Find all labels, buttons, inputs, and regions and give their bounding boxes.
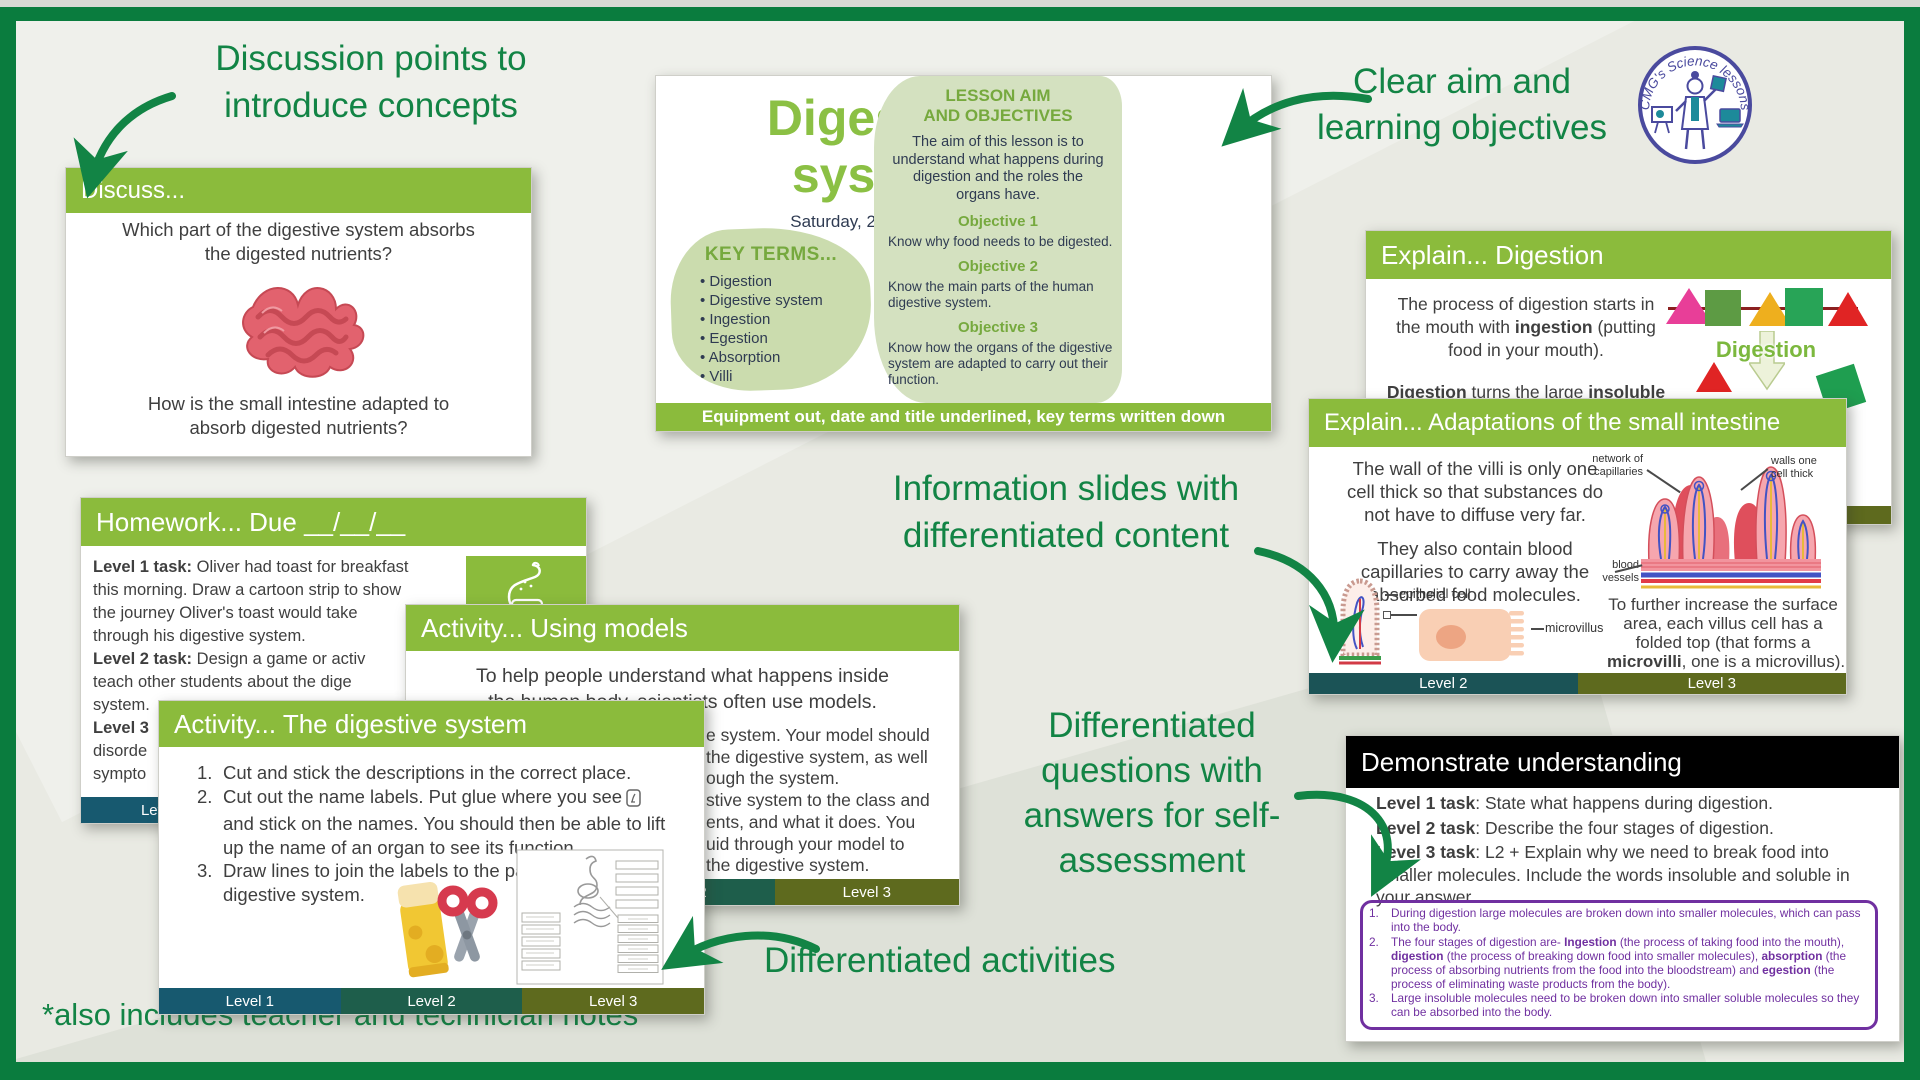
- key-term-item: • Digestion: [700, 273, 772, 290]
- activity-digestive-header: Activity... The digestive system: [174, 708, 528, 739]
- green-square-2: [1785, 288, 1823, 326]
- aim-panel: [874, 76, 1122, 403]
- answer-3: 3.Large insoluble molecules need to be b…: [1369, 991, 1860, 1020]
- adaptations-header: Explain... Adaptations of the small inte…: [1324, 409, 1781, 436]
- slide-demonstrate: Demonstrate understanding Level 1 task: …: [1345, 735, 1900, 1042]
- orange-triangle: [1749, 292, 1791, 326]
- teacher-figure-icon: [1675, 71, 1727, 150]
- intestine-illustration: [228, 267, 370, 384]
- demonstrate-task-1: Level 1 task: State what happens during …: [1376, 793, 1773, 813]
- digestion-down-arrow-icon: [1747, 330, 1787, 396]
- key-term-item: • Digestive system: [700, 292, 823, 309]
- explain-digestion-header: Explain... Digestion: [1381, 239, 1604, 270]
- answer-2: 2.The four stages of digestion are- Inge…: [1369, 934, 1847, 991]
- objective-2: Objective 2 Know the main parts of the h…: [874, 258, 1122, 311]
- label-microvillus: microvillus: [1545, 621, 1604, 635]
- activity-level-bar: Level 1 Level 2 Level 3: [159, 988, 705, 1014]
- villi-illustration: [1639, 451, 1823, 596]
- glue-spot-icon: [626, 788, 641, 813]
- key-terms-heading: KEY TERMS...: [704, 244, 838, 265]
- laptop-icon: [1716, 108, 1744, 128]
- whiteboard-icon: [1651, 106, 1673, 134]
- level-3-segment: Level 3: [522, 988, 705, 1014]
- slide-adaptations: Explain... Adaptations of the small inte…: [1308, 398, 1847, 695]
- objective-1-text: Know why food needs to be digested.: [888, 234, 1113, 249]
- label-epithelial-cell: epithelial cell: [1399, 587, 1471, 601]
- objective-1: Objective 1 Know why food needs to be di…: [874, 213, 1122, 250]
- slide-discuss: Discuss... Which part of the digestive s…: [65, 167, 532, 457]
- demonstrate-header: Demonstrate understanding: [1361, 746, 1682, 777]
- annotation-differentiated-activities: Differentiated activities: [764, 941, 1116, 980]
- title-footer-bar: Equipment out, date and title underlined…: [656, 403, 1271, 431]
- pink-triangle: [1666, 288, 1712, 324]
- objective-2-heading: Objective 2: [957, 258, 1039, 275]
- red-triangle-2: [1696, 362, 1732, 392]
- key-term-item: • Villi: [700, 368, 733, 385]
- discuss-header: Discuss...: [81, 176, 186, 204]
- discuss-question-1: Which part of the digestive system absor…: [122, 219, 475, 264]
- key-terms-list: • Digestion • Digestive system • Ingestion…: [700, 272, 823, 386]
- answer-1: 1.During digestion large molecules are b…: [1369, 906, 1861, 934]
- title-footer-text: Equipment out, date and title underlined…: [701, 407, 1226, 426]
- logo-badge: CMG's Science lessons: [1636, 45, 1754, 170]
- homework-header: Homework... Due __/__/__: [96, 506, 406, 537]
- key-term-item: • Absorption: [700, 349, 781, 366]
- key-term-item: • Ingestion: [700, 311, 771, 328]
- objective-3-heading: Objective 3: [957, 319, 1039, 336]
- leader-line: [1385, 594, 1398, 596]
- activity-step-1: 1. Cut and stick the descriptions in the…: [197, 762, 632, 783]
- answers-box: 1.During digestion large molecules are b…: [1360, 900, 1878, 1030]
- activity-step-2: 2. Cut out the name labels. Put glue whe…: [197, 785, 666, 858]
- adaptations-level-bar: Level 2 Level 3: [1309, 673, 1846, 694]
- using-models-header: Activity... Using models: [421, 612, 688, 643]
- worksheet-thumbnail: [516, 849, 664, 990]
- activity-step-3: 3. Draw lines to join the labels to the …: [197, 860, 598, 905]
- digestion-label: Digestion: [1715, 337, 1817, 362]
- red-triangle-1: [1828, 292, 1868, 326]
- glue-and-scissors-illustration: [381, 869, 509, 992]
- homework-tasks: Level 1 task: Oliver had toast for break…: [93, 558, 409, 783]
- key-term-item: • Egestion: [700, 330, 768, 347]
- slide-activity-digestive: Activity... The digestive system 1. Cut …: [158, 700, 705, 1015]
- demonstrate-task-3: Level 3 task: L2 + Explain why we need t…: [1376, 842, 1850, 907]
- green-square-1: [1705, 290, 1741, 326]
- objective-3: Objective 3 Know how the organs of the d…: [874, 319, 1122, 388]
- level-1-segment: Level 1: [159, 988, 341, 1014]
- epithelial-villus-illustration: [1337, 577, 1383, 670]
- leader-line: [1531, 628, 1544, 630]
- demonstrate-task-2: Level 2 task: Describe the four stages o…: [1376, 817, 1774, 838]
- level-3-segment: Level 3: [1577, 673, 1846, 694]
- connector-line: [1391, 614, 1417, 616]
- level-3-segment: Level 3: [774, 879, 959, 905]
- objective-1-heading: Objective 1: [957, 213, 1039, 230]
- level-2-segment: Level 2: [1309, 673, 1578, 694]
- level-2-segment: Level 2: [340, 988, 523, 1014]
- microvillus-cell-illustration: [1417, 603, 1529, 670]
- connector-square: [1383, 611, 1391, 619]
